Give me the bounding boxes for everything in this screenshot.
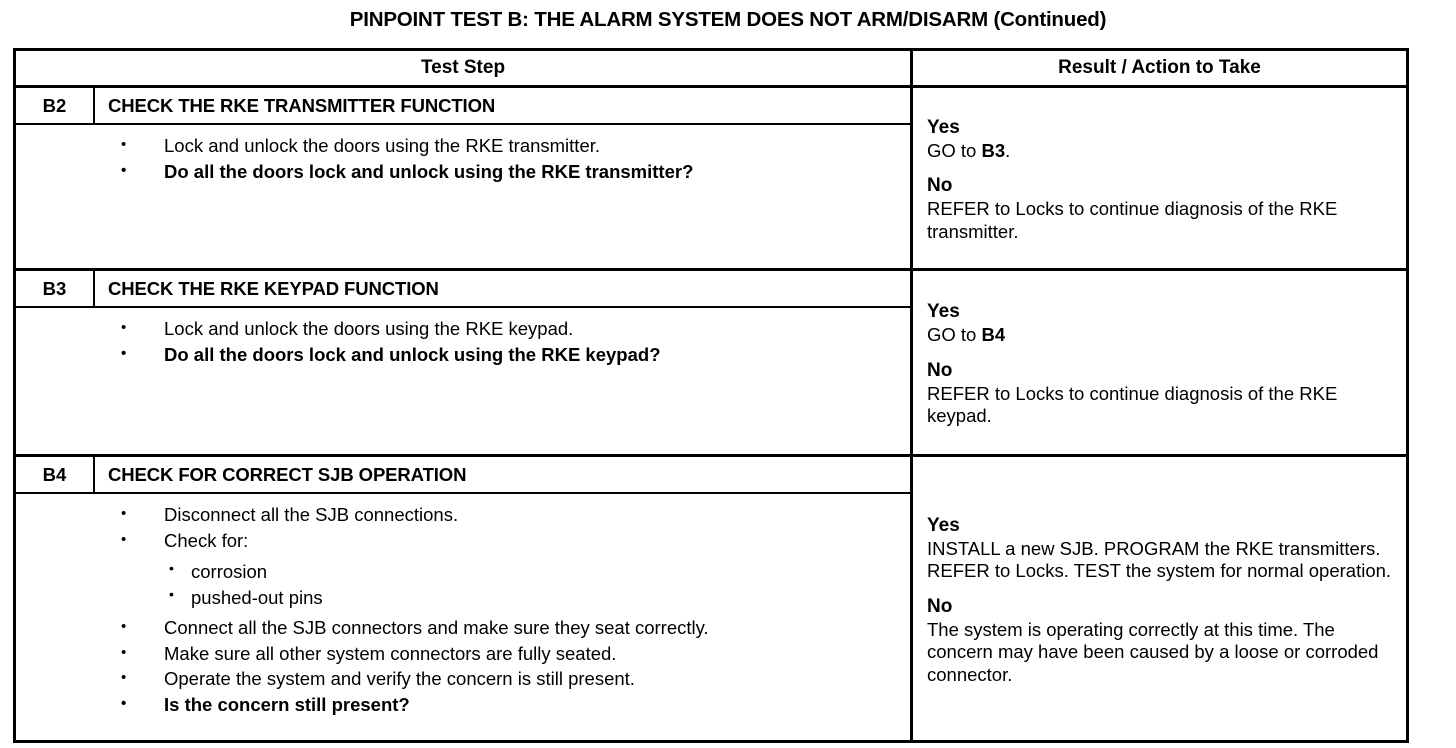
header-label-result-action: Result / Action to Take — [1058, 57, 1261, 78]
list-item: Lock and unlock the doors using the RKE … — [16, 133, 900, 159]
test-step-cell-b2: B2 CHECK THE RKE TRANSMITTER FUNCTION Lo… — [16, 88, 913, 268]
list-item: Connect all the SJB connectors and make … — [16, 615, 900, 641]
result-label-no: No — [927, 595, 953, 617]
step-id-b4: B4 — [16, 457, 95, 492]
step-header-b2: B2 CHECK THE RKE TRANSMITTER FUNCTION — [16, 88, 910, 125]
result-no-text: The system is operating correctly at thi… — [927, 618, 1379, 685]
result-no-b2: No REFER to Locks to continue diagnosis … — [927, 175, 1394, 243]
test-step-cell-b4: B4 CHECK FOR CORRECT SJB OPERATION Disco… — [16, 457, 913, 740]
step-subbullet-list-b4: corrosion pushed-out pins — [164, 558, 900, 611]
step-title-b3: CHECK THE RKE KEYPAD FUNCTION — [108, 277, 439, 299]
header-cell-result-action: Result / Action to Take — [913, 51, 1406, 85]
result-yes-text-before: GO to — [927, 139, 982, 161]
list-item: Make sure all other system connectors ar… — [16, 641, 900, 667]
list-item: Do all the doors lock and unlock using t… — [16, 159, 900, 185]
page-title: PINPOINT TEST B: THE ALARM SYSTEM DOES N… — [349, 8, 1107, 31]
result-yes-text-before: GO to — [927, 324, 982, 346]
table-row: B3 CHECK THE RKE KEYPAD FUNCTION Lock an… — [16, 271, 1406, 457]
list-item: Operate the system and verify the concer… — [16, 666, 900, 692]
result-no-text: REFER to Locks to continue diagnosis of … — [927, 382, 1338, 427]
step-title-b4: CHECK FOR CORRECT SJB OPERATION — [108, 463, 467, 485]
step-body-b2: Lock and unlock the doors using the RKE … — [16, 125, 910, 268]
step-body-b4: Disconnect all the SJB connections. Chec… — [16, 494, 910, 740]
step-id-b3: B3 — [16, 271, 95, 306]
result-yes-text-bold: B3 — [981, 139, 1006, 161]
result-cell-b4: Yes INSTALL a new SJB. PROGRAM the RKE t… — [913, 457, 1406, 740]
result-label-yes: Yes — [927, 514, 960, 536]
list-item: Lock and unlock the doors using the RKE … — [16, 316, 900, 342]
list-item: Check for: — [16, 528, 900, 554]
list-item: Is the concern still present? — [16, 692, 900, 718]
result-cell-b2: Yes GO to B3. No REFER to Locks to conti… — [913, 88, 1406, 268]
result-no-b3: No REFER to Locks to continue diagnosis … — [927, 360, 1394, 428]
result-label-yes: Yes — [927, 116, 960, 138]
result-label-no: No — [927, 175, 953, 197]
step-body-b3: Lock and unlock the doors using the RKE … — [16, 308, 910, 454]
step-header-b4: B4 CHECK FOR CORRECT SJB OPERATION — [16, 457, 910, 494]
list-item: Disconnect all the SJB connections. — [16, 502, 900, 528]
list-item: Do all the doors lock and unlock using t… — [16, 342, 900, 368]
step-bullet-list-b4: Disconnect all the SJB connections. Chec… — [16, 502, 900, 718]
step-title-b2: CHECK THE RKE TRANSMITTER FUNCTION — [108, 94, 496, 116]
pinpoint-test-table: Test Step Result / Action to Take B2 CHE… — [13, 48, 1409, 743]
table-row: B4 CHECK FOR CORRECT SJB OPERATION Disco… — [16, 457, 1406, 740]
step-header-b3: B3 CHECK THE RKE KEYPAD FUNCTION — [16, 271, 910, 308]
header-cell-test-step: Test Step — [16, 51, 913, 85]
result-yes-b2: Yes GO to B3. — [927, 117, 1394, 162]
result-yes-b4: Yes INSTALL a new SJB. PROGRAM the RKE t… — [927, 515, 1394, 583]
result-no-b4: No The system is operating correctly at … — [927, 596, 1394, 686]
result-label-no: No — [927, 359, 953, 381]
sub-bullet-container: corrosion pushed-out pins — [16, 558, 900, 611]
result-yes-b3: Yes GO to B4 — [927, 301, 1394, 346]
step-bullet-list-b3: Lock and unlock the doors using the RKE … — [16, 316, 900, 368]
list-item: pushed-out pins — [164, 584, 900, 611]
result-label-yes: Yes — [927, 301, 960, 323]
result-yes-text-after: . — [1005, 139, 1011, 161]
table-header-row: Test Step Result / Action to Take — [16, 51, 1406, 88]
step-bullet-list-b2: Lock and unlock the doors using the RKE … — [16, 133, 900, 185]
header-label-test-step: Test Step — [420, 57, 506, 78]
result-no-text: REFER to Locks to continue diagnosis of … — [927, 198, 1338, 242]
result-cell-b3: Yes GO to B4 No REFER to Locks to contin… — [913, 271, 1406, 454]
result-yes-text-bold: B4 — [981, 324, 1006, 346]
test-step-cell-b3: B3 CHECK THE RKE KEYPAD FUNCTION Lock an… — [16, 271, 913, 454]
step-id-b2: B2 — [16, 88, 95, 123]
list-item: corrosion — [164, 558, 900, 585]
table-row: B2 CHECK THE RKE TRANSMITTER FUNCTION Lo… — [16, 88, 1406, 271]
result-yes-text: INSTALL a new SJB. PROGRAM the RKE trans… — [927, 537, 1392, 582]
